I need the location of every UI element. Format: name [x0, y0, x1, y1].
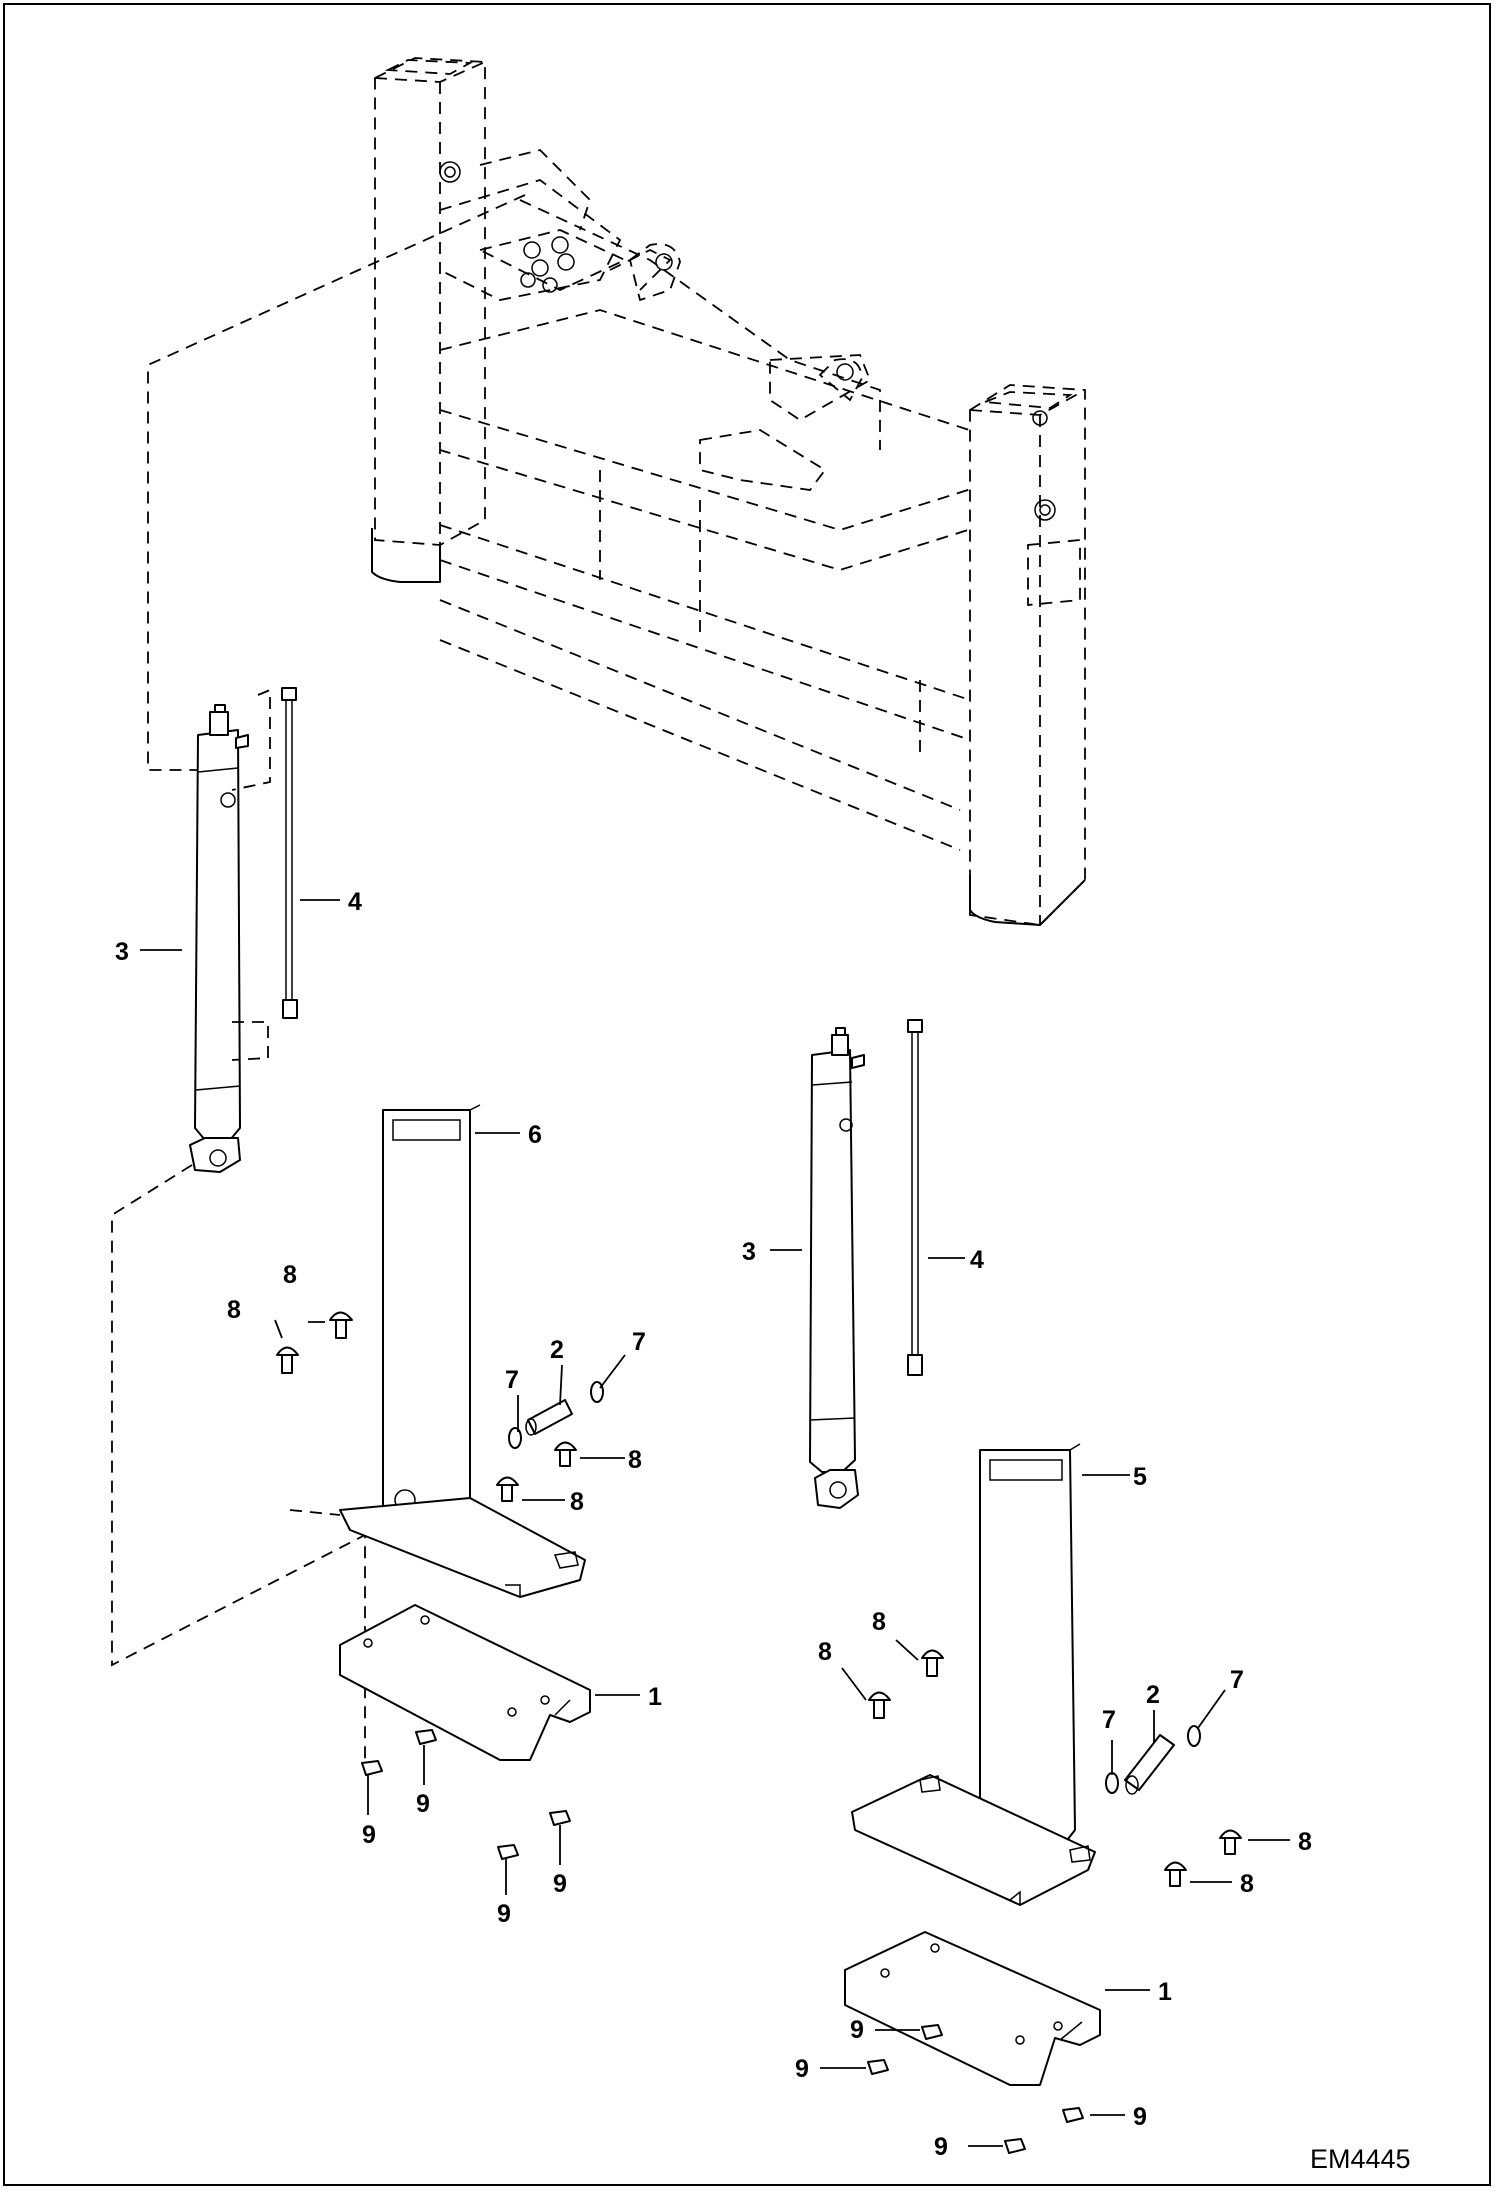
callout-9: 9: [850, 2016, 864, 2044]
callout-8: 8: [628, 1446, 642, 1474]
callout-8: 8: [570, 1488, 584, 1516]
nut: [549, 1810, 571, 1826]
nut: [1062, 2107, 1084, 2123]
callout-9: 9: [362, 1821, 376, 1849]
callout-1: 1: [1158, 1978, 1172, 2006]
callout-7: 7: [1230, 1666, 1244, 1694]
bolt: [276, 1346, 299, 1374]
loader-frame-assembly: [147, 57, 1086, 926]
bolt: [496, 1476, 519, 1502]
callout-6: 6: [528, 1121, 542, 1149]
mount-post-left: [289, 1104, 586, 1598]
nut: [415, 1729, 437, 1745]
bolt: [1219, 1829, 1242, 1855]
callout-8: 8: [283, 1261, 297, 1289]
nut: [361, 1760, 383, 1776]
callout-8: 8: [1298, 1828, 1312, 1856]
callout-5: 5: [1133, 1463, 1147, 1491]
callout-4: 4: [970, 1246, 984, 1274]
callout-9: 9: [416, 1790, 430, 1818]
hose-right: [907, 1019, 923, 1376]
bolt: [1164, 1861, 1187, 1887]
callout-1: 1: [648, 1683, 662, 1711]
callout-7: 7: [632, 1328, 646, 1356]
cylinder-right: [809, 1027, 865, 1509]
leader-lines: [140, 899, 1290, 2147]
callout-4: 4: [348, 888, 362, 916]
nut: [497, 1844, 519, 1860]
callout-8: 8: [1240, 1870, 1254, 1898]
bolts-left: [276, 1311, 577, 1502]
mount-post-right: [851, 1443, 1096, 1906]
callout-2: 2: [1146, 1681, 1160, 1709]
pin-right: [1105, 1725, 1201, 1795]
callout-2: 2: [550, 1336, 564, 1364]
hose-left: [231, 687, 298, 1061]
drawing-id: EM4445: [1310, 2144, 1411, 2174]
bolt: [921, 1649, 944, 1677]
nut: [921, 2024, 943, 2040]
pin-left: [508, 1381, 604, 1449]
drawing-border: [3, 3, 1491, 2186]
bolt: [554, 1441, 577, 1467]
callout-8: 8: [872, 1608, 886, 1636]
callout-9: 9: [553, 1870, 567, 1898]
callout-3: 3: [115, 938, 129, 966]
callout-8: 8: [818, 1638, 832, 1666]
callout-9: 9: [795, 2055, 809, 2083]
bolt: [329, 1311, 353, 1339]
bolt: [868, 1691, 891, 1719]
mount-pad-left: [339, 1604, 591, 1761]
callout-labels: 3 4 6 1 2 7 7 8 8 8 8 9 9 9 9 3 4 5 1 2 …: [115, 888, 1312, 2161]
nut: [867, 2059, 889, 2075]
nuts-left: [361, 1729, 571, 1860]
cylinder-left: [111, 704, 366, 1760]
callout-3: 3: [742, 1238, 756, 1266]
nut: [1004, 2138, 1026, 2154]
callout-9: 9: [1133, 2103, 1147, 2131]
callout-9: 9: [934, 2133, 948, 2161]
callout-9: 9: [497, 1900, 511, 1928]
callout-7: 7: [505, 1366, 519, 1394]
mount-pad-right: [844, 1931, 1101, 2086]
callout-8: 8: [227, 1296, 241, 1324]
nuts-right: [867, 2024, 1084, 2154]
callout-7: 7: [1102, 1706, 1116, 1734]
bolts-right: [868, 1649, 1242, 1887]
